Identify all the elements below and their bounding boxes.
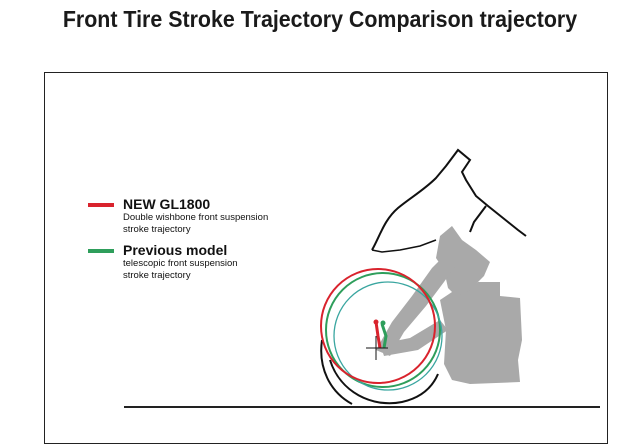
engine-silhouette — [440, 282, 522, 384]
page-title: Front Tire Stroke Trajectory Comparison … — [62, 6, 578, 32]
previous-tire-track — [333, 281, 443, 391]
fork-assembly — [376, 252, 458, 356]
previous-axle-point — [380, 320, 386, 326]
new-tire-circle — [320, 268, 436, 384]
new-stroke-path — [374, 321, 382, 349]
legend-item-previous: Previous model telescopic front suspensi… — [88, 242, 268, 282]
motorcycle-front-illustration — [124, 148, 600, 408]
new-axle-point — [373, 319, 379, 325]
legend-desc-new-2: stroke trajectory — [123, 224, 191, 235]
legend-desc-new-1: Double wishbone front suspension — [123, 212, 269, 223]
fairing-outline — [371, 148, 527, 251]
tire-lower — [329, 359, 439, 405]
legend-swatch-green — [88, 249, 114, 253]
front-fender — [320, 339, 353, 405]
previous-stroke-path — [380, 323, 388, 349]
legend-label-previous: Previous model — [123, 242, 228, 258]
legend-desc-previous-2: stroke trajectory — [123, 270, 191, 281]
steering-mechanism — [436, 226, 490, 296]
legend-label-new: NEW GL1800 — [123, 196, 211, 212]
previous-tire-circle — [325, 272, 441, 388]
legend-desc-previous-1: telescopic front suspension — [123, 258, 238, 269]
windshield-line — [371, 239, 437, 253]
legend-swatch-red — [88, 203, 114, 207]
wishbone-lower — [380, 320, 448, 356]
legend-item-new: NEW GL1800 Double wishbone front suspens… — [88, 196, 268, 236]
legend: NEW GL1800 Double wishbone front suspens… — [88, 196, 268, 282]
